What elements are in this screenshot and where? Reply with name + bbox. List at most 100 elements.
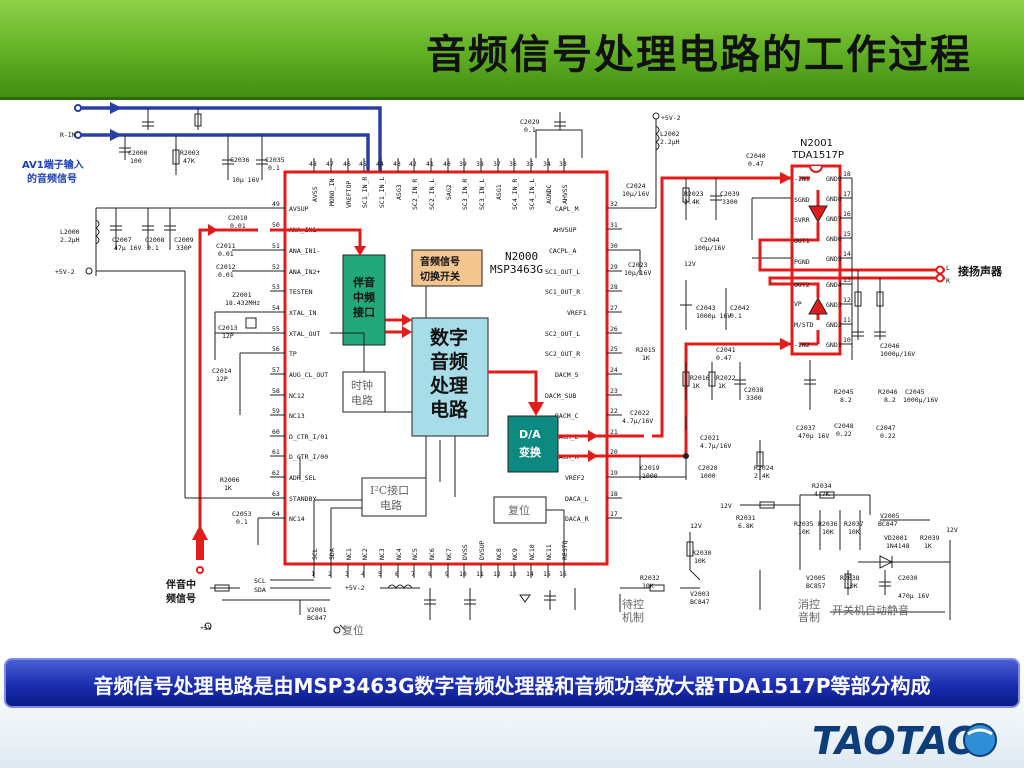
svg-text:AHVSS: AHVSS xyxy=(561,184,569,204)
svg-text:CACPL_A: CACPL_A xyxy=(549,247,576,255)
svg-text:12: 12 xyxy=(493,570,501,578)
svg-text:GND5: GND5 xyxy=(826,255,842,263)
svg-text:45: 45 xyxy=(359,160,367,168)
svg-text:ASG1: ASG1 xyxy=(495,184,503,200)
taotao-logo: TAOTAO xyxy=(812,719,997,762)
svg-text:-IN1: -IN1 xyxy=(794,175,810,183)
svg-text:7: 7 xyxy=(411,570,415,578)
svg-text:0.1: 0.1 xyxy=(524,126,536,134)
svg-text:1K: 1K xyxy=(224,484,232,492)
svg-text:10K: 10K xyxy=(848,528,860,536)
svg-text:NC7: NC7 xyxy=(445,548,453,560)
svg-text:NC11: NC11 xyxy=(545,544,553,560)
svg-text:C2041: C2041 xyxy=(716,346,736,354)
svg-text:DACA_L: DACA_L xyxy=(565,495,589,503)
svg-text:AUG_CL_OUT: AUG_CL_OUT xyxy=(289,371,328,379)
accomp-signal-label-1: 伴音中 xyxy=(165,578,196,591)
svg-text:VP: VP xyxy=(794,300,802,308)
svg-text:C2029: C2029 xyxy=(520,118,540,126)
svg-text:10: 10 xyxy=(459,570,467,578)
svg-text:SC4_IN_R: SC4_IN_R xyxy=(511,179,519,210)
svg-text:14: 14 xyxy=(526,570,534,578)
svg-text:C2030: C2030 xyxy=(898,574,918,582)
svg-text:R2034: R2034 xyxy=(812,482,832,490)
svg-text:16: 16 xyxy=(559,570,567,578)
svg-text:55: 55 xyxy=(272,325,280,333)
svg-text:NC10: NC10 xyxy=(528,544,536,560)
svg-text:13: 13 xyxy=(843,276,851,284)
svg-text:8.2: 8.2 xyxy=(840,396,852,404)
svg-text:57: 57 xyxy=(272,366,280,374)
svg-text:数字: 数字 xyxy=(430,326,468,349)
svg-text:C2022: C2022 xyxy=(630,409,650,417)
svg-text:SC2_IN_L: SC2_IN_L xyxy=(428,179,436,210)
svg-text:1000μ 16V: 1000μ 16V xyxy=(696,312,731,320)
svg-text:1000μ/16V: 1000μ/16V xyxy=(903,396,938,404)
svg-text:DACM_C: DACM_C xyxy=(555,412,579,420)
svg-text:32: 32 xyxy=(610,200,618,208)
svg-text:L2000: L2000 xyxy=(60,228,80,236)
svg-text:AHVSUP: AHVSUP xyxy=(553,226,577,234)
svg-text:L2002: L2002 xyxy=(660,130,680,138)
svg-text:R2045: R2045 xyxy=(834,388,854,396)
svg-text:59: 59 xyxy=(272,407,280,415)
svg-text:ANA_IN1-: ANA_IN1- xyxy=(289,247,320,255)
svg-text:NC1: NC1 xyxy=(345,548,353,560)
svg-text:0.01: 0.01 xyxy=(218,250,234,258)
svg-text:10μ/16V: 10μ/16V xyxy=(624,269,651,277)
svg-text:M/STD: M/STD xyxy=(794,321,814,329)
svg-text:C2036: C2036 xyxy=(230,156,250,164)
svg-text:R2023: R2023 xyxy=(684,190,704,198)
svg-text:17: 17 xyxy=(843,190,851,198)
svg-text:接口: 接口 xyxy=(353,305,375,319)
svg-text:SGND: SGND xyxy=(794,196,810,204)
svg-text:6: 6 xyxy=(395,570,399,578)
svg-text:C2038: C2038 xyxy=(744,386,764,394)
svg-text:36: 36 xyxy=(509,160,517,168)
svg-text:C2014: C2014 xyxy=(212,367,232,375)
r-in-label: R-IN xyxy=(60,131,76,139)
svg-text:4.7K: 4.7K xyxy=(814,490,830,498)
mute-circuit xyxy=(619,440,951,620)
svg-text:OUT2: OUT2 xyxy=(794,281,810,289)
svg-text:NC3: NC3 xyxy=(378,548,386,560)
mute-ctrl-2: 音制 xyxy=(798,610,820,624)
svg-text:44: 44 xyxy=(376,160,384,168)
svg-text:0.1: 0.1 xyxy=(730,312,742,320)
svg-text:12V: 12V xyxy=(684,260,696,268)
svg-text:0.1: 0.1 xyxy=(268,164,280,172)
auto-mute-label: 开关机自动静音 xyxy=(832,603,909,617)
svg-text:47: 47 xyxy=(326,160,334,168)
reset-label: 复位 xyxy=(342,623,364,637)
svg-text:BC857: BC857 xyxy=(806,582,826,590)
svg-text:R2035: R2035 xyxy=(794,520,814,528)
svg-text:C2010: C2010 xyxy=(228,214,248,222)
svg-text:2.4K: 2.4K xyxy=(754,472,770,480)
svg-text:DVSS: DVSS xyxy=(461,544,469,560)
svg-text:1K: 1K xyxy=(692,382,700,390)
svg-text:SC1_IN_R: SC1_IN_R xyxy=(361,177,369,208)
svg-text:V2005: V2005 xyxy=(880,512,900,520)
svg-text:VREFTOP: VREFTOP xyxy=(345,181,353,208)
svg-text:DVSUP: DVSUP xyxy=(478,540,486,560)
svg-text:OUT1: OUT1 xyxy=(794,237,810,245)
svg-text:C2042: C2042 xyxy=(730,304,750,312)
svg-text:电路: 电路 xyxy=(351,394,373,407)
svg-text:SAG2: SAG2 xyxy=(445,184,453,200)
svg-text:+5V-2: +5V-2 xyxy=(55,268,75,276)
svg-text:AGNDC: AGNDC xyxy=(545,184,553,204)
speaker-output xyxy=(804,265,945,410)
svg-text:切换开关: 切换开关 xyxy=(420,270,460,283)
svg-text:2: 2 xyxy=(328,570,332,578)
svg-text:R2022: R2022 xyxy=(716,374,736,382)
svg-text:3: 3 xyxy=(345,570,349,578)
left-components xyxy=(85,207,270,545)
svg-text:STANDBY: STANDBY xyxy=(289,495,316,503)
svg-text:1K: 1K xyxy=(924,542,932,550)
svg-text:SC1_OUT_R: SC1_OUT_R xyxy=(545,288,580,296)
svg-text:15: 15 xyxy=(543,570,551,578)
svg-text:2.4K: 2.4K xyxy=(684,198,700,206)
